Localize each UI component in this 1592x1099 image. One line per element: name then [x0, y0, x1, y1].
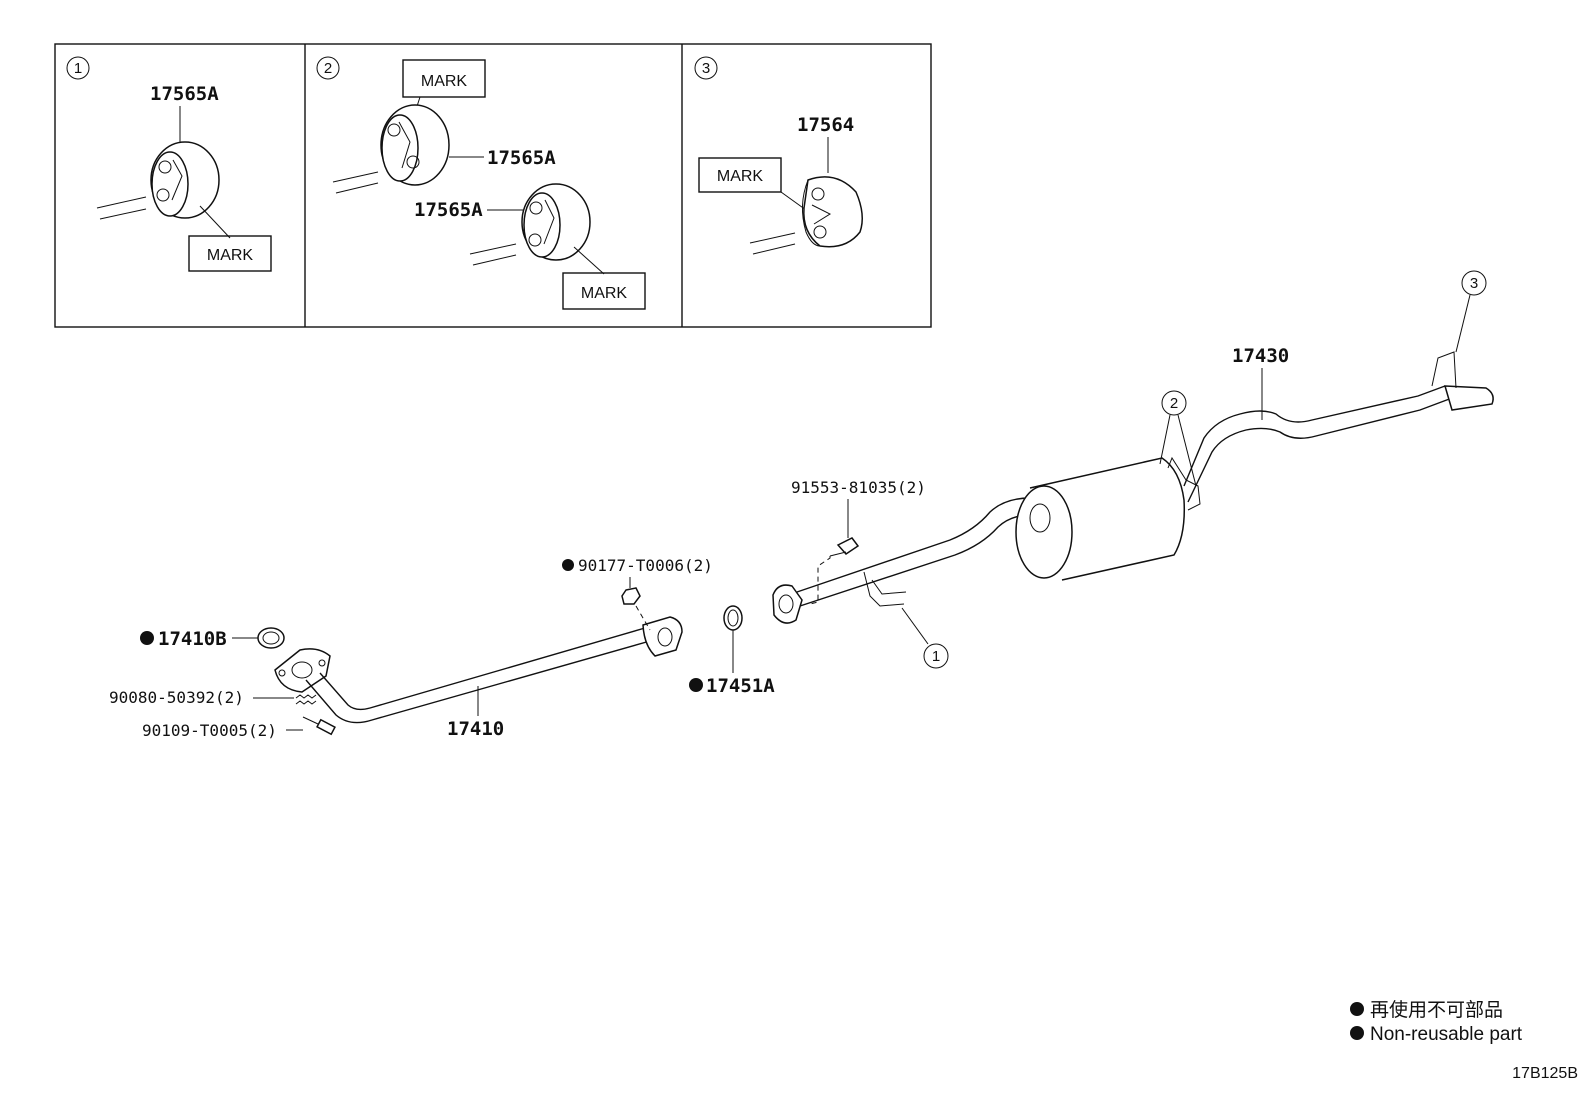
- rubber-hanger-17565A-upper: [380, 104, 450, 186]
- front-pipe-17410: [274, 616, 683, 724]
- diagram-code: 17B125B: [1512, 1065, 1578, 1082]
- callout-2: 2: [1159, 390, 1197, 487]
- inset-3: 3 17564 MARK: [694, 56, 863, 255]
- inset-2-part-upper-label: 17565A: [487, 147, 556, 169]
- non-reusable-dot-17451A: [689, 678, 703, 692]
- non-reusable-dot-90177: [562, 559, 574, 571]
- inset-2-number: 2: [324, 60, 332, 77]
- rubber-hanger-17564: [802, 176, 863, 248]
- callout-3: 3: [1455, 270, 1487, 353]
- inset-2: 2 MARK 17565A 17565A MARK: [316, 56, 646, 310]
- inset-1-part-label: 17565A: [150, 83, 219, 105]
- part-90080-label: 90080-50392(2): [109, 688, 244, 707]
- svg-text:1: 1: [932, 648, 940, 665]
- non-reusable-dot-17410B: [140, 631, 154, 645]
- inset-1: 1 17565A MARK: [66, 56, 272, 272]
- part-17430-label: 17430: [1232, 345, 1289, 367]
- tail-pipe-assembly-17430: [772, 351, 1494, 624]
- gasket-17451A: [723, 605, 743, 673]
- part-17410B-label: 17410B: [158, 628, 227, 650]
- inset-panel-frame: [54, 43, 932, 328]
- bolt-91553: [809, 537, 860, 605]
- part-90177-label: 90177-T0006(2): [578, 556, 713, 575]
- legend-english: Non-reusable part: [1370, 1024, 1523, 1045]
- spring-90080: [295, 694, 317, 705]
- bolt-90109: [302, 716, 336, 736]
- part-91553-label: 91553-81035(2): [791, 478, 926, 497]
- inset-2-part-lower-label: 17565A: [414, 199, 483, 221]
- inset-2-mark-lower-label: MARK: [581, 285, 628, 302]
- inset-3-mark-label: MARK: [717, 168, 764, 185]
- gasket-17410B: [257, 627, 285, 649]
- callout-1: 1: [901, 607, 949, 669]
- inset-3-number: 3: [702, 60, 710, 77]
- svg-text:3: 3: [1470, 275, 1478, 292]
- inset-2-mark-upper-label: MARK: [421, 73, 468, 90]
- rubber-hanger-17565A: [150, 141, 220, 219]
- legend: 再使用不可部品 Non-reusable part: [1350, 999, 1523, 1045]
- rubber-hanger-17565A-lower: [521, 183, 591, 261]
- legend-japanese: 再使用不可部品: [1370, 999, 1503, 1021]
- part-90109-label: 90109-T0005(2): [142, 721, 277, 740]
- svg-text:2: 2: [1170, 395, 1178, 412]
- inset-1-mark-label: MARK: [207, 247, 254, 264]
- part-17410-label: 17410: [447, 718, 504, 740]
- inset-1-number: 1: [74, 60, 82, 77]
- part-17451A-label: 17451A: [706, 675, 775, 697]
- nut-90177: [621, 587, 651, 631]
- inset-3-part-label: 17564: [797, 114, 854, 136]
